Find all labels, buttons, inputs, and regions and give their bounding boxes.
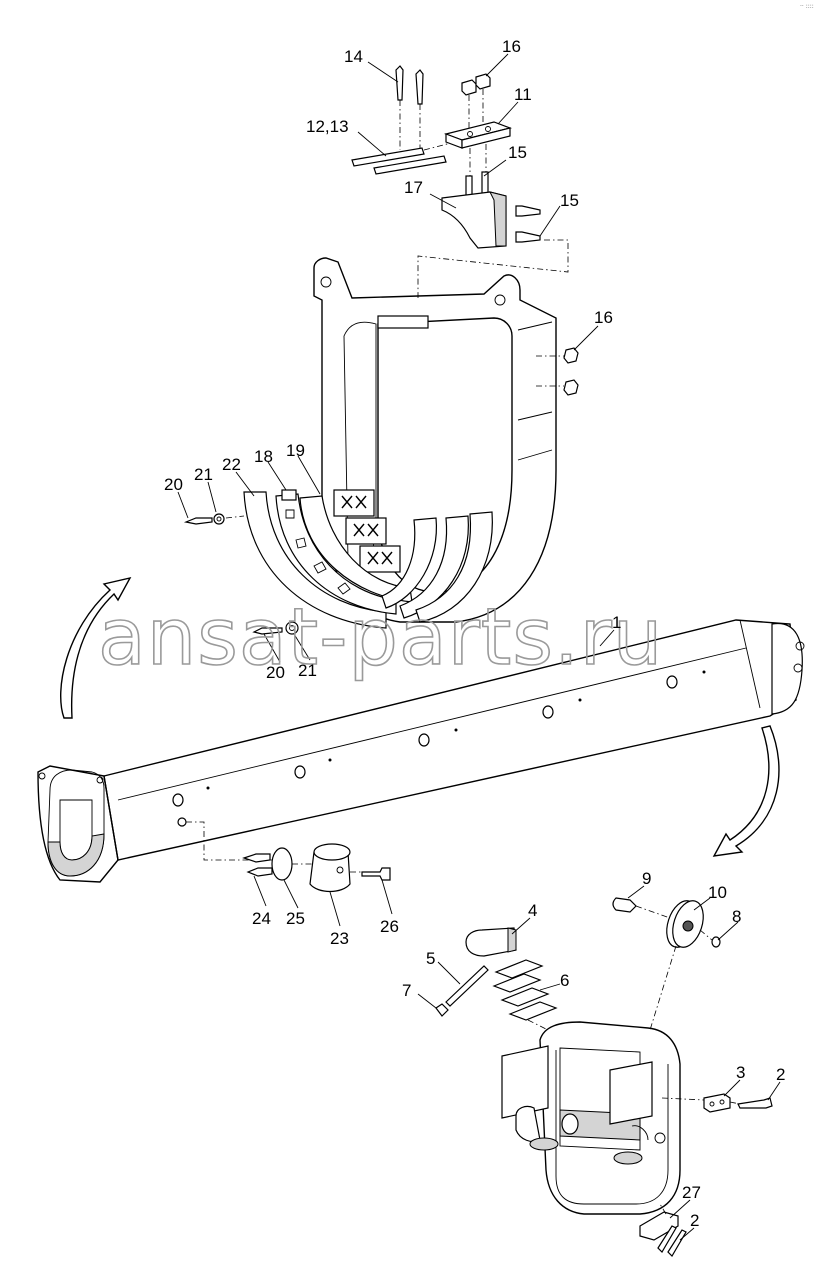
callout-21-lower: 21 [298, 661, 317, 680]
callout-21-left: 21 [194, 465, 213, 484]
callout-15-side: 15 [560, 191, 579, 210]
callout-2-upper: 2 [776, 1065, 785, 1084]
callout-25: 25 [286, 909, 305, 928]
callout-4: 4 [528, 901, 537, 920]
callout-2-lower: 2 [690, 1211, 699, 1230]
callout-3: 3 [736, 1063, 745, 1082]
damper-mount [242, 843, 391, 893]
callout-16-top: 16 [502, 37, 521, 56]
corner-mark: ·· :::: [800, 3, 814, 10]
top-fitting-assembly [351, 65, 569, 298]
callout-16-frame: 16 [594, 308, 613, 327]
callout-12-13: 12,13 [306, 117, 349, 136]
callout-10: 10 [708, 883, 727, 902]
callout-6: 6 [560, 971, 569, 990]
callout-9: 9 [642, 869, 651, 888]
callout-18: 18 [254, 447, 273, 466]
watermark-text: ansat-parts.ru [98, 593, 663, 683]
callout-8: 8 [732, 907, 741, 926]
callout-23: 23 [330, 929, 349, 948]
callout-22: 22 [222, 455, 241, 474]
callout-labels: 14 16 11 12,13 15 17 15 16 20 21 22 18 1… [164, 37, 785, 1230]
callout-19: 19 [286, 441, 305, 460]
callout-20-lower: 20 [266, 663, 285, 682]
callout-1: 1 [612, 613, 621, 632]
end-fitting-assembly [435, 897, 773, 1257]
callout-15-upper: 15 [508, 143, 527, 162]
main-beam [37, 619, 805, 883]
assembly-arrows [60, 576, 780, 857]
u-frame-assembly [183, 257, 579, 635]
callout-11: 11 [514, 85, 532, 104]
callout-20-left: 20 [164, 475, 183, 494]
callout-17: 17 [404, 178, 423, 197]
callout-14: 14 [344, 47, 363, 66]
callout-5: 5 [426, 949, 435, 968]
callout-7: 7 [402, 981, 411, 1000]
callout-26: 26 [380, 917, 399, 936]
leader-lines [177, 53, 781, 1241]
callout-27: 27 [682, 1183, 701, 1202]
callout-24: 24 [252, 909, 271, 928]
